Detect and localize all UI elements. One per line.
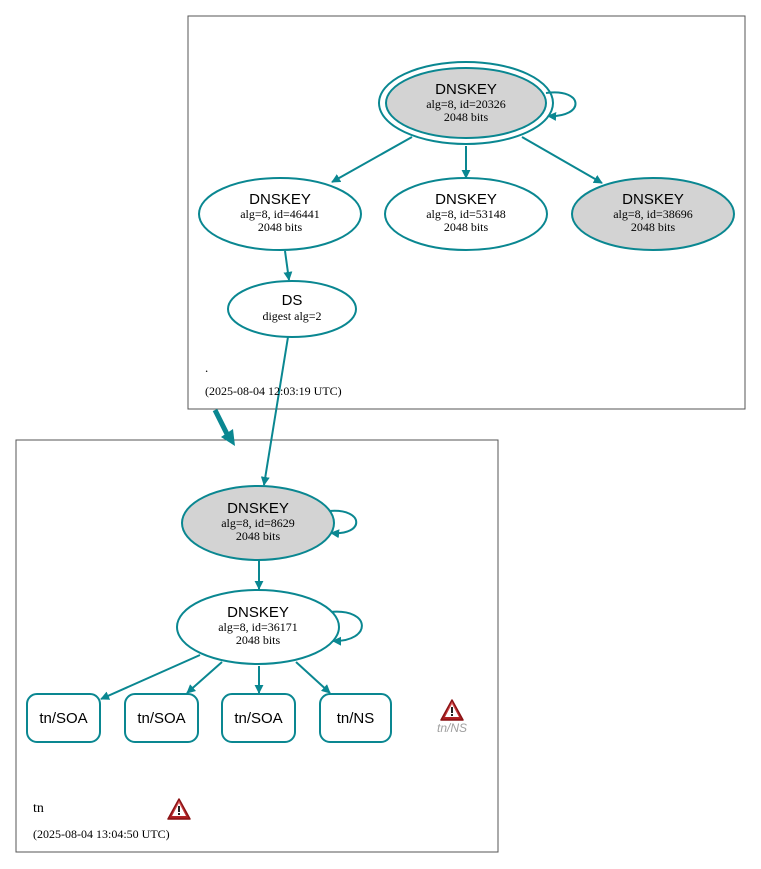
node-ds-line1: digest alg=2 bbox=[262, 309, 321, 323]
node-root-zsk-46441: DNSKEY alg=8, id=46441 2048 bits bbox=[198, 177, 362, 251]
node-38696-line1: alg=8, id=38696 bbox=[613, 207, 693, 221]
rrset-soa-1: tn/SOA bbox=[26, 693, 101, 743]
node-tn-zsk: DNSKEY alg=8, id=36171 2048 bits bbox=[176, 589, 340, 665]
zone-tn-box bbox=[15, 439, 499, 853]
node-tn-ksk-title: DNSKEY bbox=[227, 500, 289, 517]
rrset-soa-2: tn/SOA bbox=[124, 693, 199, 743]
zone-tn-timestamp: (2025-08-04 13:04:50 UTC) bbox=[33, 827, 170, 841]
warning-icon bbox=[440, 699, 464, 721]
zone-root-box bbox=[187, 15, 746, 410]
edge-root-ksk-46441 bbox=[331, 136, 413, 183]
node-38696-title: DNSKEY bbox=[622, 191, 684, 208]
rrset-soa-2-label: tn/SOA bbox=[137, 710, 185, 727]
node-root-zsk-38696: DNSKEY alg=8, id=38696 2048 bits bbox=[571, 177, 735, 251]
node-53148-title: DNSKEY bbox=[435, 191, 497, 208]
edge-zsk-ns bbox=[295, 661, 331, 694]
edge-46441-ds bbox=[283, 250, 293, 281]
rrset-soa-3: tn/SOA bbox=[221, 693, 296, 743]
node-tn-ksk: DNSKEY alg=8, id=8629 2048 bits bbox=[181, 485, 335, 561]
node-tn-ksk-line2: 2048 bits bbox=[236, 529, 281, 543]
edge-ds-tn-ksk bbox=[260, 336, 289, 486]
node-53148-line1: alg=8, id=53148 bbox=[426, 207, 506, 221]
node-46441-line1: alg=8, id=46441 bbox=[240, 207, 320, 221]
edge-root-ksk-self bbox=[545, 91, 577, 121]
rrset-ns-label: tn/NS bbox=[337, 710, 375, 727]
node-tn-zsk-line2: 2048 bits bbox=[236, 633, 281, 647]
zone-tn-name: tn bbox=[33, 801, 44, 816]
node-root-ksk-line1: alg=8, id=20326 bbox=[426, 97, 506, 111]
node-53148-line2: 2048 bits bbox=[444, 220, 489, 234]
edge-tn-zsk-self bbox=[329, 610, 363, 646]
node-root-zsk-53148: DNSKEY alg=8, id=53148 2048 bits bbox=[384, 177, 548, 251]
node-tn-zsk-line1: alg=8, id=36171 bbox=[218, 620, 298, 634]
rrset-ns-warning: tn/NS bbox=[437, 699, 467, 735]
zone-tn-warning-icon bbox=[167, 798, 191, 820]
zone-root-timestamp: (2025-08-04 12:03:19 UTC) bbox=[205, 384, 342, 398]
node-tn-zsk-title: DNSKEY bbox=[227, 604, 289, 621]
node-46441-line2: 2048 bits bbox=[258, 220, 303, 234]
rrset-soa-3-label: tn/SOA bbox=[234, 710, 282, 727]
node-ds-title: DS bbox=[282, 292, 303, 309]
node-46441-title: DNSKEY bbox=[249, 191, 311, 208]
node-tn-ksk-line1: alg=8, id=8629 bbox=[221, 516, 295, 530]
node-38696-line2: 2048 bits bbox=[631, 220, 676, 234]
edge-root-ksk-38696 bbox=[521, 136, 603, 184]
rrset-ns-warning-label: tn/NS bbox=[437, 721, 467, 735]
rrset-soa-1-label: tn/SOA bbox=[39, 710, 87, 727]
rrset-ns: tn/NS bbox=[319, 693, 392, 743]
edges bbox=[100, 91, 603, 700]
zone-root-name: . bbox=[205, 360, 208, 375]
node-root-ksk-line2: 2048 bits bbox=[444, 110, 489, 124]
node-root-ksk-title: DNSKEY bbox=[435, 81, 497, 98]
edge-tn-ksk-self bbox=[328, 509, 358, 539]
node-ds: DS digest alg=2 bbox=[227, 280, 357, 338]
edge-zsk-soa2 bbox=[186, 661, 223, 694]
node-root-ksk: DNSKEY alg=8, id=20326 2048 bits bbox=[378, 61, 554, 145]
delegation-arrow bbox=[212, 408, 235, 446]
edge-zsk-soa1 bbox=[100, 654, 201, 700]
